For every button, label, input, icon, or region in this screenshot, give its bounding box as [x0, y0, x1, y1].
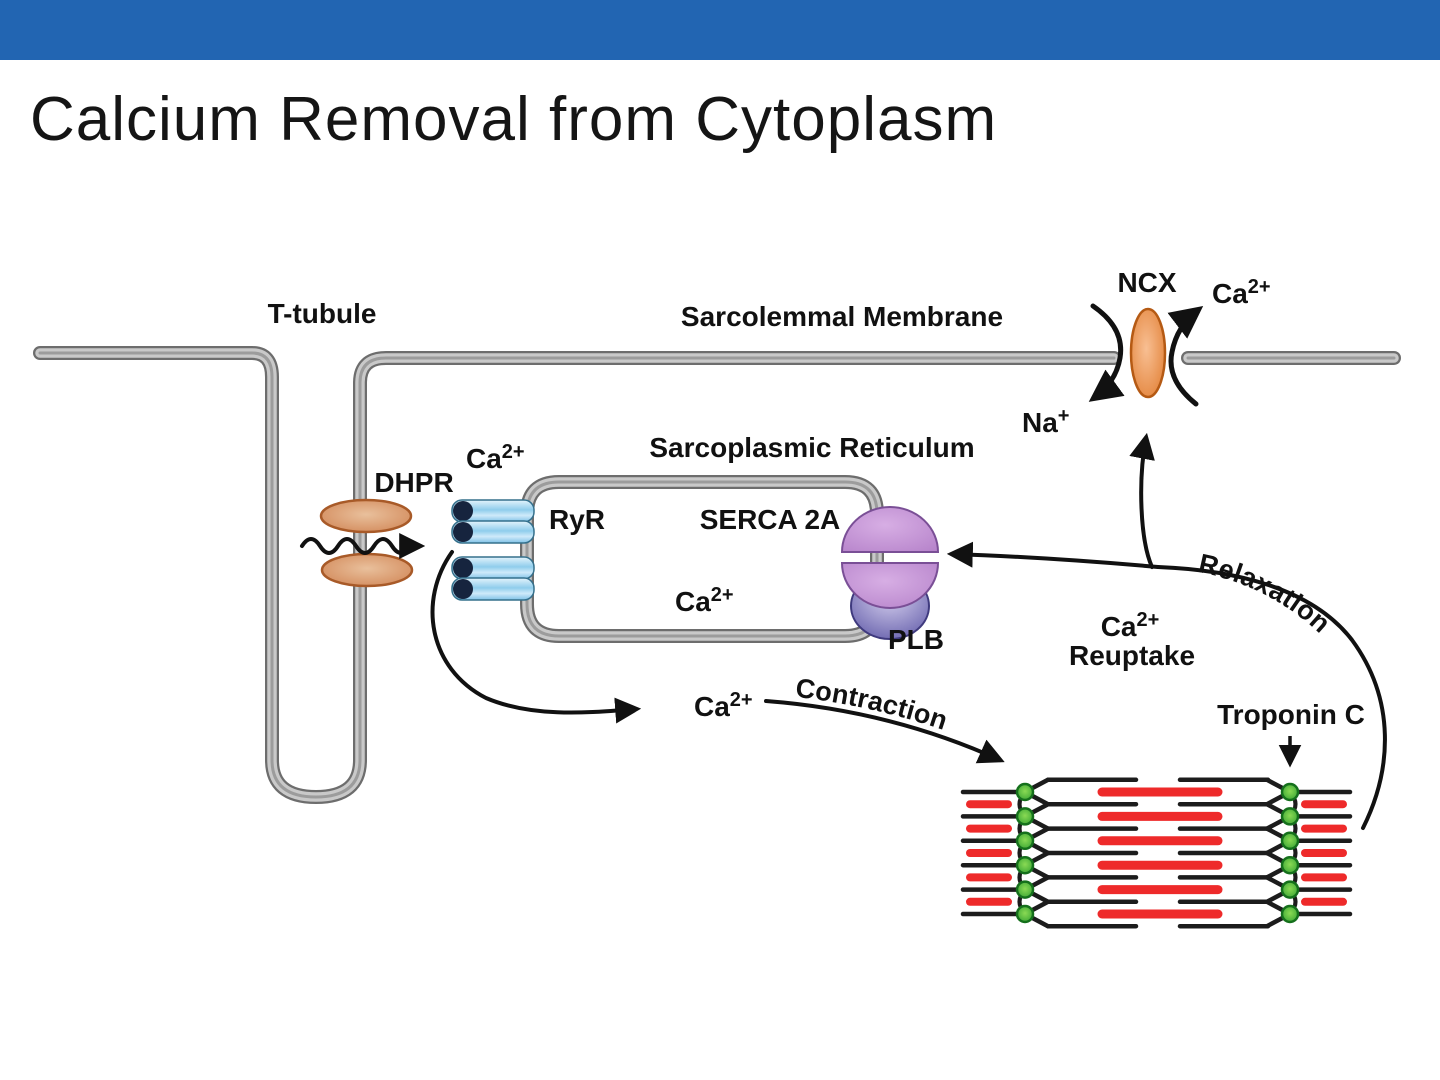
troponin-c-dot	[1280, 880, 1300, 899]
reuptake-label: Reuptake	[1069, 640, 1195, 671]
ncx-label: NCX	[1117, 267, 1176, 298]
sarcoplasmic-reticulum-label: Sarcoplasmic Reticulum	[649, 432, 974, 463]
calcium-trigger-label: Ca2+	[466, 441, 525, 474]
troponin-c-dot	[1280, 807, 1300, 826]
calcium-reuptake-label: Ca2+	[1101, 609, 1160, 642]
troponin-c-label: Troponin C	[1217, 699, 1365, 730]
troponin-c-dot	[1280, 831, 1300, 851]
calcium-out-arrow	[1167, 306, 1204, 407]
dhpr-channel	[319, 498, 414, 588]
reuptake-to-serca-arrow	[946, 541, 1160, 569]
troponin-c-dot	[1015, 855, 1035, 875]
sarcolemmal-membrane-label: Sarcolemmal Membrane	[681, 301, 1003, 332]
relaxation-pathway	[946, 432, 1387, 830]
contraction-label: Contraction	[794, 673, 951, 736]
ryr-cylinder	[451, 556, 535, 580]
troponin-c-dot	[1015, 880, 1035, 899]
sarcolemmal-membrane-and-t-tubule	[40, 353, 1394, 797]
serca-pump	[840, 506, 940, 640]
ryr-cylinder	[451, 499, 535, 523]
calcium-in-sr-label: Ca2+	[675, 584, 734, 617]
slide-header-bar	[0, 0, 1440, 60]
serca-label: SERCA 2A	[700, 504, 841, 535]
ryr-cylinder	[451, 520, 535, 544]
extrusion-to-ncx-arrow	[1129, 432, 1155, 569]
ryr-label: RyR	[549, 504, 605, 535]
troponin-c-dot	[1015, 807, 1035, 826]
ryr-cylinder	[451, 577, 535, 601]
troponin-c-dot	[1280, 782, 1300, 802]
depolarization-wave-arrow	[300, 533, 426, 559]
troponin-c-dot	[1015, 904, 1035, 924]
troponin-c-dot	[1015, 782, 1035, 802]
troponin-c-dot	[1015, 831, 1035, 851]
calcium-release-arrow	[430, 550, 642, 724]
plb-label: PLB	[888, 624, 944, 655]
troponin-c-dot	[1280, 904, 1300, 924]
ryr-channel	[451, 499, 535, 601]
dhpr-label: DHPR	[374, 467, 453, 498]
calcium-out-label: Ca2+	[1212, 276, 1271, 309]
sarcomere	[960, 777, 1353, 929]
sodium-label: Na+	[1022, 405, 1069, 438]
calcium-cytosol-label: Ca2+	[694, 689, 753, 722]
troponin-c-dot	[1280, 855, 1300, 875]
sodium-in-arrow	[1088, 303, 1125, 402]
contraction-arrow	[764, 699, 1005, 764]
ncx-exchanger	[1088, 303, 1204, 407]
t-tubule-label: T-tubule	[268, 298, 377, 329]
slide-title: Calcium Removal from Cytoplasm	[30, 85, 998, 154]
relaxation-label: Relaxation	[1196, 548, 1336, 638]
